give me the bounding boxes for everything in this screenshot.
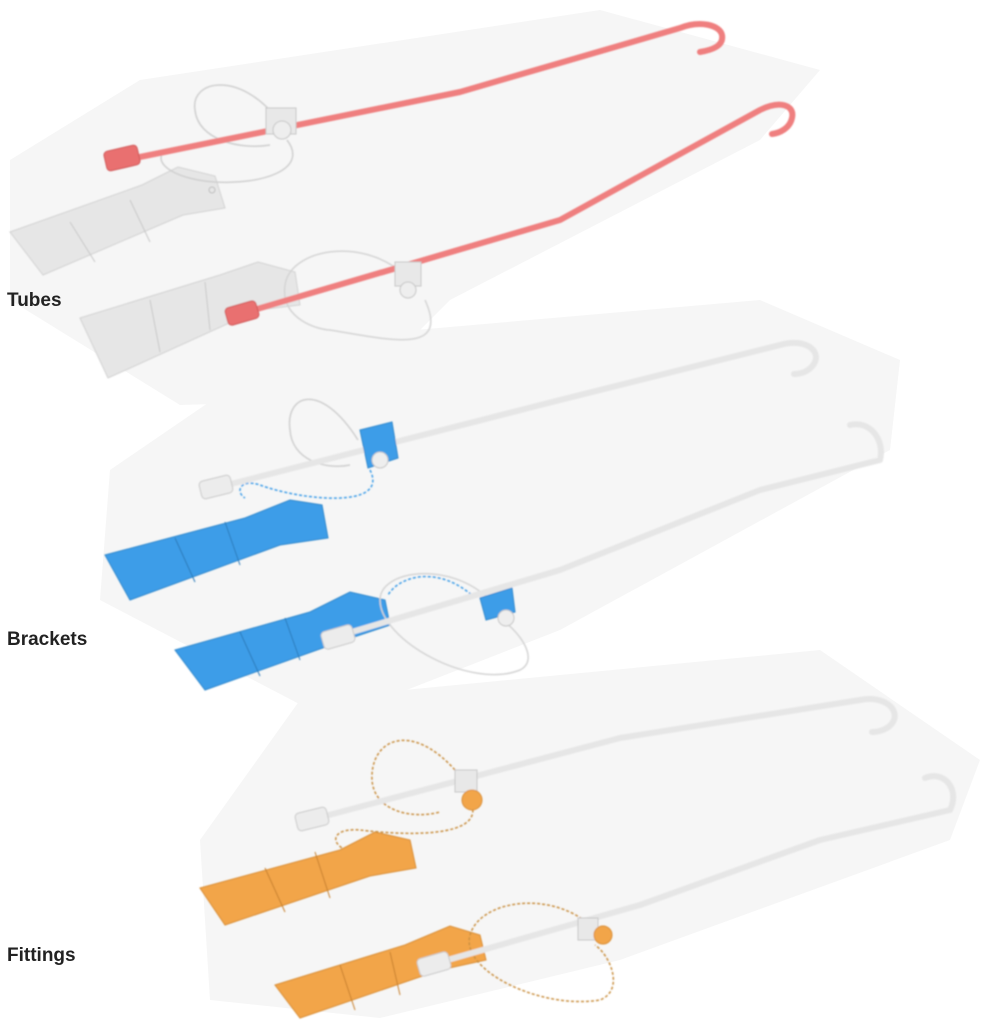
tag-crease bbox=[239, 617, 301, 677]
tag bbox=[199, 831, 417, 926]
tag-crease bbox=[339, 951, 401, 1011]
tag bbox=[79, 261, 301, 379]
brackets-assembly-2 bbox=[174, 421, 884, 691]
tube bbox=[332, 421, 884, 640]
fitting bbox=[272, 120, 292, 140]
fitting-nut bbox=[416, 951, 452, 977]
fittings-panel bbox=[200, 650, 980, 1018]
wire-lower bbox=[239, 469, 374, 499]
brackets-group bbox=[104, 340, 884, 691]
tubes-assembly-1 bbox=[9, 21, 726, 276]
tubes-assembly-2 bbox=[79, 101, 796, 379]
tag-crease bbox=[264, 851, 331, 913]
bracket bbox=[359, 421, 399, 469]
tag bbox=[104, 499, 329, 601]
tubes-group bbox=[9, 21, 796, 379]
tag-hole bbox=[208, 186, 216, 194]
tag-crease bbox=[174, 521, 241, 583]
tag bbox=[9, 166, 226, 276]
fitting bbox=[497, 609, 515, 627]
bracket bbox=[454, 769, 478, 793]
tag bbox=[174, 591, 391, 691]
tube bbox=[237, 101, 796, 317]
fitting-nut bbox=[103, 144, 141, 172]
wire-loop bbox=[194, 84, 279, 147]
wire-loop bbox=[468, 902, 615, 1003]
tag-crease bbox=[69, 199, 151, 263]
fitting bbox=[399, 281, 417, 299]
wire-blue bbox=[387, 575, 476, 599]
fitting bbox=[371, 451, 389, 469]
fitting-nut bbox=[224, 300, 260, 326]
tube bbox=[122, 21, 726, 163]
wire-loop bbox=[371, 739, 456, 816]
wire-loop bbox=[288, 398, 359, 467]
fitting bbox=[593, 925, 613, 945]
wire-lower bbox=[160, 139, 294, 184]
fittings-group bbox=[199, 696, 957, 1019]
tube bbox=[427, 773, 957, 968]
tubes-label: Tubes bbox=[7, 290, 62, 311]
fittings-label: Fittings bbox=[7, 945, 76, 966]
fitting bbox=[461, 789, 483, 811]
tag-crease bbox=[149, 281, 211, 353]
brackets-label: Brackets bbox=[7, 629, 88, 650]
fitting-nut bbox=[320, 624, 356, 650]
wire-loop bbox=[379, 572, 529, 676]
fittings-assembly-1 bbox=[199, 696, 898, 926]
wire-loop bbox=[284, 250, 432, 341]
fitting-nut bbox=[198, 474, 234, 500]
brackets-assembly-1 bbox=[104, 340, 819, 601]
tube bbox=[212, 340, 819, 491]
tube bbox=[307, 696, 898, 823]
fitting-nut bbox=[294, 806, 330, 832]
fittings-assembly-2 bbox=[274, 773, 957, 1019]
